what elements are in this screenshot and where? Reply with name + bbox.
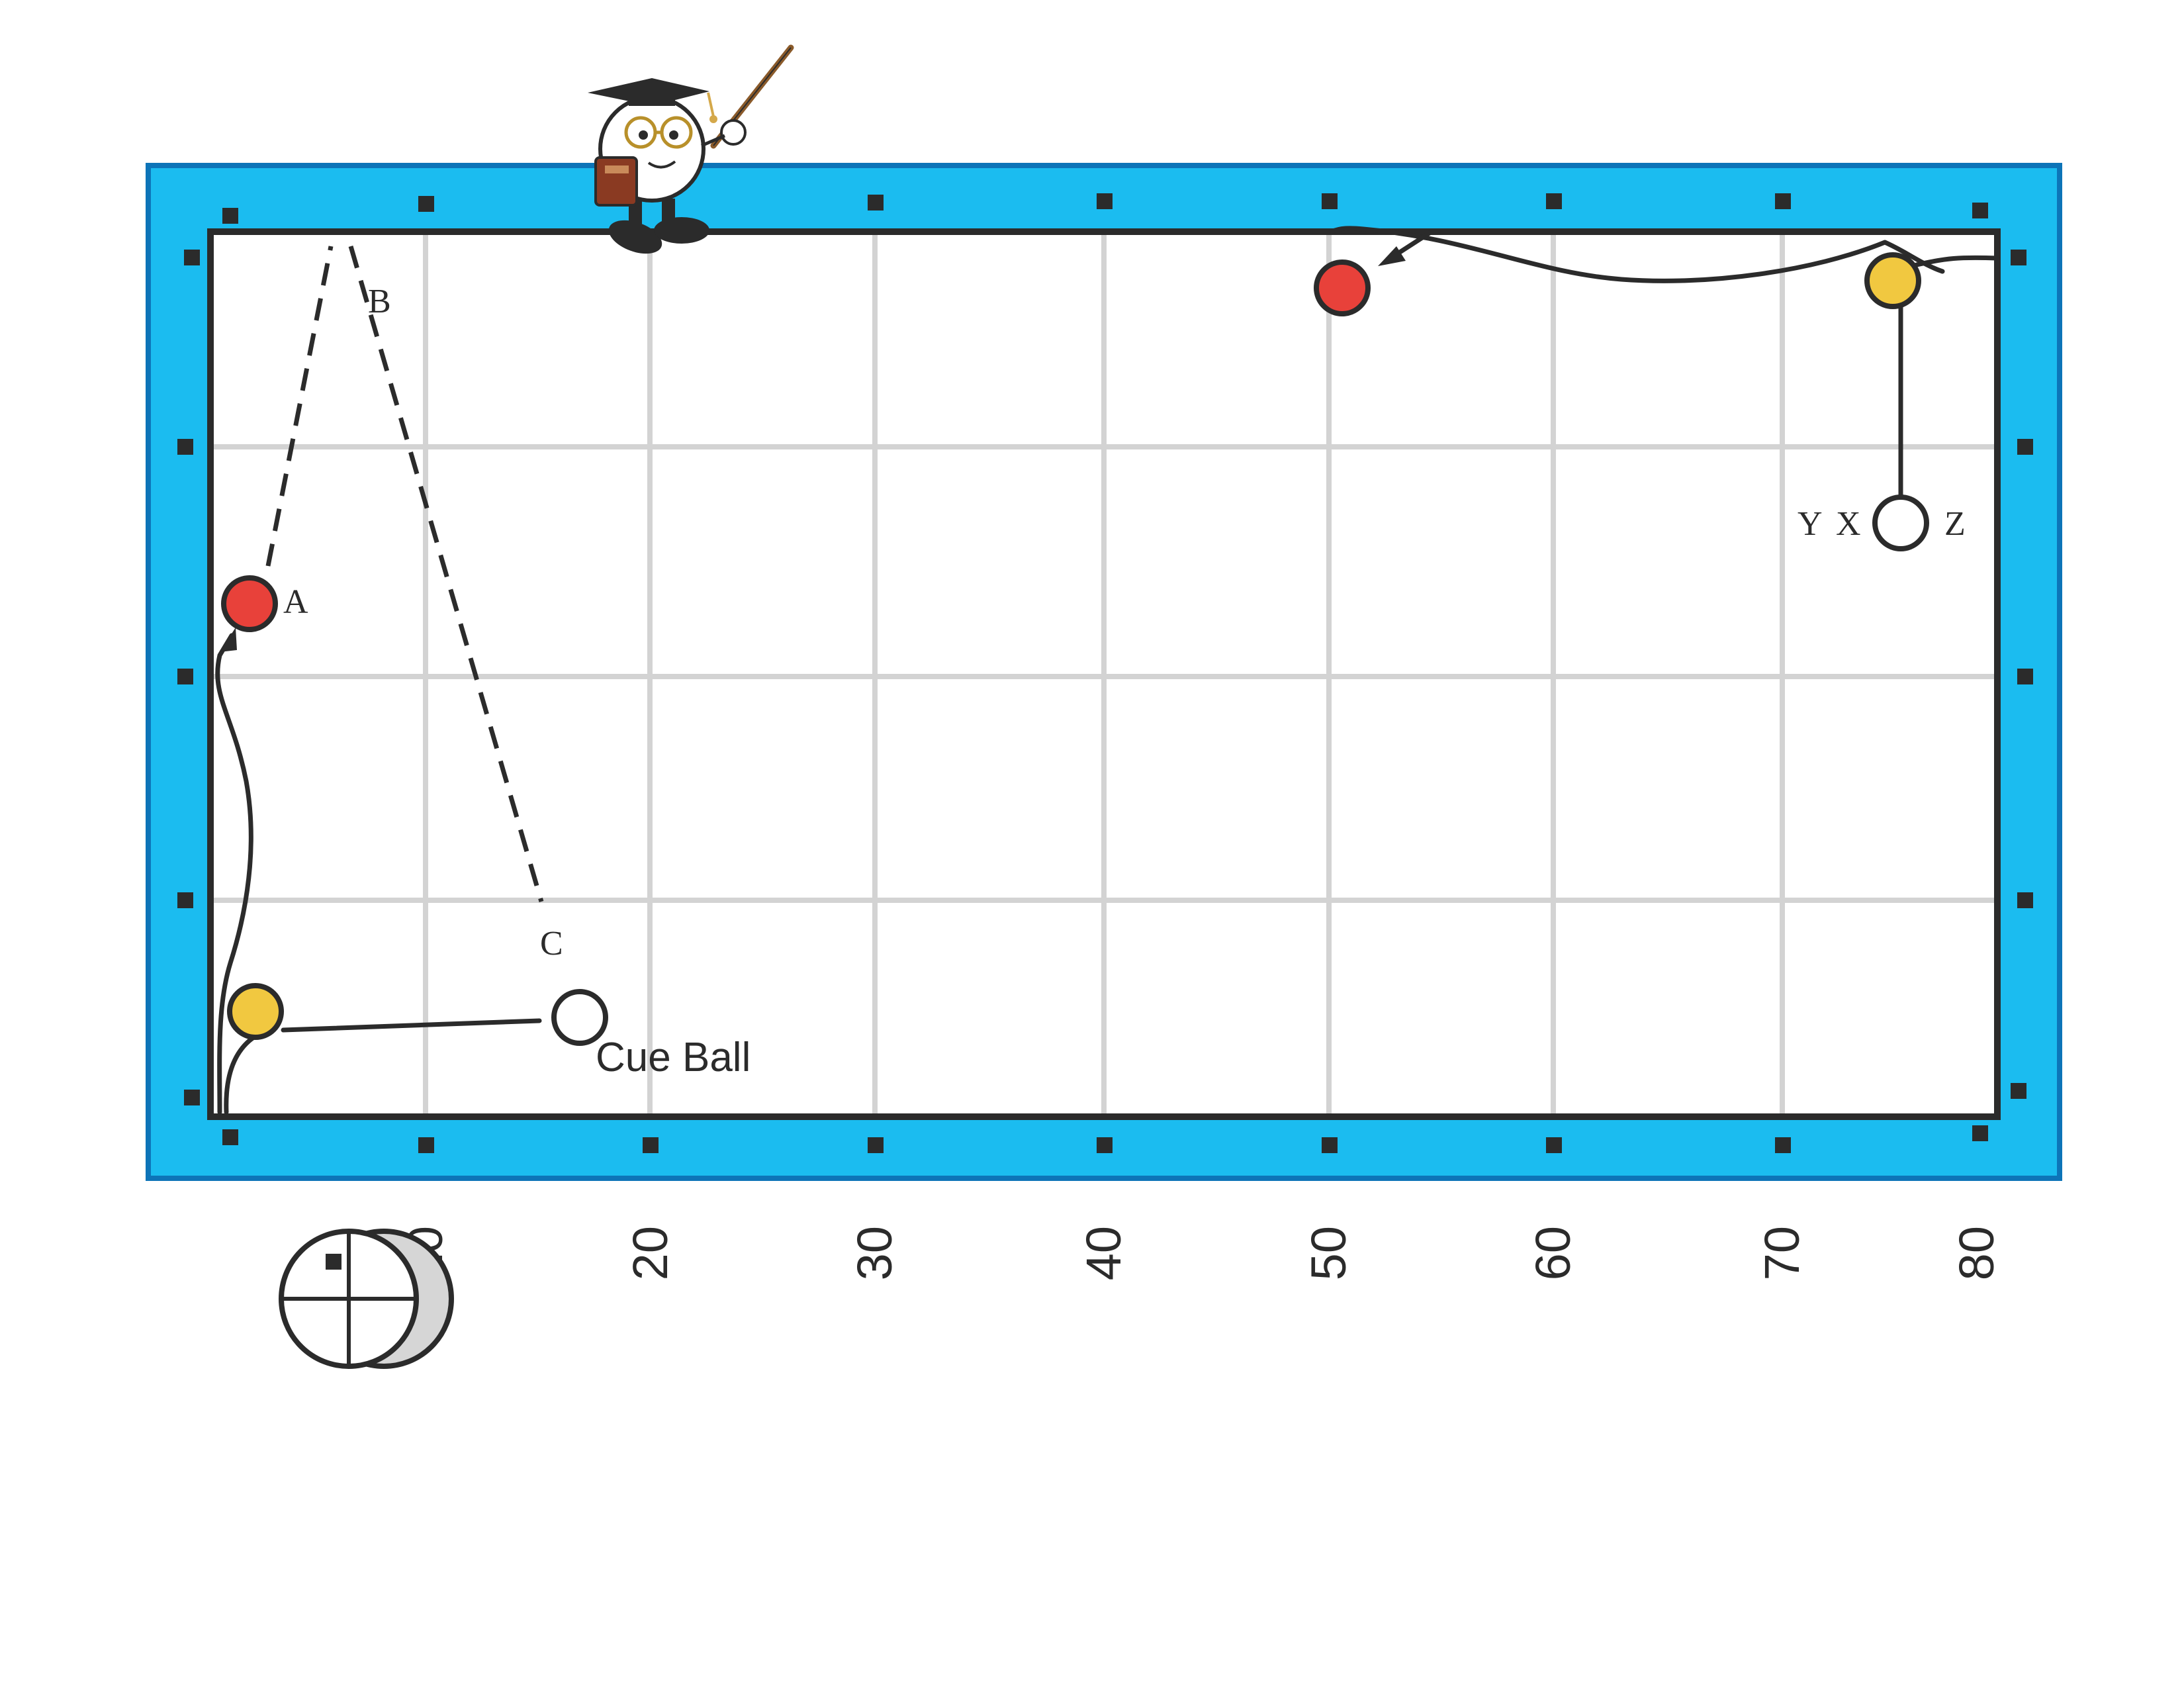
diamond xyxy=(1546,193,1562,209)
arrowhead-to-red-top xyxy=(1378,246,1406,266)
diamond xyxy=(222,1129,238,1145)
cushion-line xyxy=(207,228,2001,1120)
scale-label: 80 xyxy=(1949,1226,2004,1280)
cue-tip-english-icon xyxy=(279,1229,454,1369)
label-b: B xyxy=(368,283,391,320)
diamond xyxy=(222,208,238,224)
diamond xyxy=(2011,1083,2026,1099)
diamond xyxy=(1546,1137,1562,1153)
label-a: A xyxy=(283,583,308,621)
cue-tip-contact-point xyxy=(326,1254,341,1270)
diamond xyxy=(1322,193,1338,209)
path-top-rail xyxy=(1329,226,1888,283)
diamond xyxy=(177,892,193,908)
path-yellow-arc xyxy=(1882,240,1945,274)
diamond xyxy=(643,1137,659,1153)
label-cue-ball: Cue Ball xyxy=(596,1035,751,1080)
red-ball-a xyxy=(221,575,278,632)
cue-ball-xyz xyxy=(1872,494,1929,551)
diamond xyxy=(418,1137,434,1153)
professor-ball-mascot-icon xyxy=(588,44,794,254)
scale-numbers: 10 20 30 40 50 60 70 80 xyxy=(398,1226,2004,1280)
diamond xyxy=(1775,1137,1791,1153)
path-yellow-curl xyxy=(224,1035,255,1115)
arrowhead-to-a xyxy=(220,628,237,652)
scale-label: 70 xyxy=(1754,1226,1809,1280)
diamond xyxy=(418,196,434,212)
ball-paths xyxy=(215,226,2000,1115)
yellow-ball-bottom-left xyxy=(227,983,284,1040)
grid-lines xyxy=(210,232,1997,1117)
diamond xyxy=(1097,193,1113,209)
diamond xyxy=(868,195,884,211)
diamonds xyxy=(177,193,2033,1153)
diamond xyxy=(184,250,200,265)
label-x: X xyxy=(1836,505,1861,543)
cue-ball xyxy=(551,989,608,1046)
red-ball-top xyxy=(1314,259,1371,316)
diamond xyxy=(1775,193,1791,209)
label-z: Z xyxy=(1944,505,1966,543)
yellow-ball-top-right xyxy=(1864,252,1921,309)
path-cue-to-yellow xyxy=(281,1018,542,1033)
diamond xyxy=(184,1090,200,1105)
scale-label: 40 xyxy=(1076,1226,1131,1280)
diamond xyxy=(2011,250,2026,265)
diamond xyxy=(177,439,193,455)
diamond xyxy=(1972,1125,1988,1141)
diamond xyxy=(2017,892,2033,908)
scale-label: 50 xyxy=(1301,1226,1356,1280)
diamond xyxy=(1972,203,1988,218)
scale-label: 20 xyxy=(623,1226,678,1280)
diamond xyxy=(177,669,193,684)
diamond xyxy=(1097,1137,1113,1153)
dashed-line-a-to-rail xyxy=(265,246,334,567)
scale-label: 30 xyxy=(847,1226,902,1280)
dashed-reference-lines xyxy=(265,246,544,902)
diamond xyxy=(2017,669,2033,684)
dashed-line-rail-to-c xyxy=(348,246,544,902)
scale-label: 60 xyxy=(1525,1226,1580,1280)
label-y: Y xyxy=(1797,505,1823,543)
path-left-rail-to-a xyxy=(215,633,253,1115)
diamond xyxy=(868,1137,884,1153)
label-c: C xyxy=(540,925,563,962)
diamond xyxy=(2017,439,2033,455)
diamond xyxy=(1322,1137,1338,1153)
